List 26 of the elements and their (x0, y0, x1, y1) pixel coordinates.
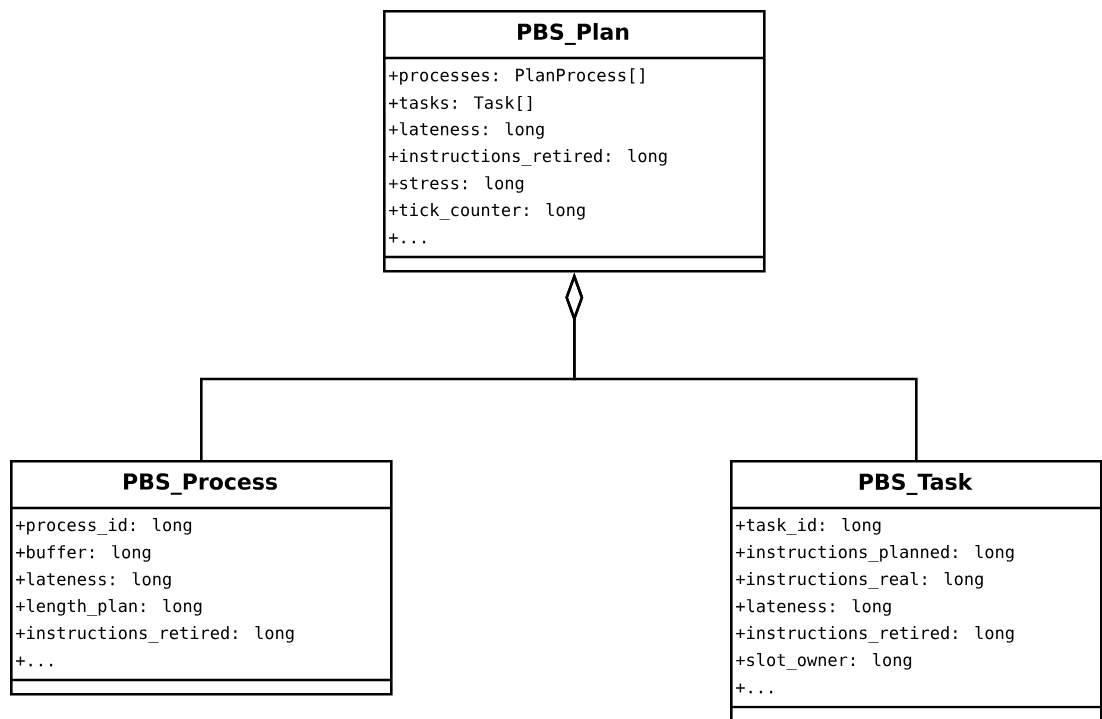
class-box (730, 460, 1102, 719)
class-name: PBS_Process (124, 473, 277, 495)
attribute-text: +process_id: long (16, 518, 192, 535)
attribute-text: +tick_counter: long (389, 203, 585, 220)
attribute-text: +lateness: long (389, 122, 544, 139)
class-name: PBS_Task (859, 473, 973, 495)
attribute-text: +... (16, 656, 53, 667)
attribute-text: +instructions_retired: long (736, 626, 1014, 643)
attribute-text: +lateness: long (16, 572, 171, 589)
attribute-text: +processes: PlanProcess[] (389, 68, 644, 85)
attribute-text: +instructions_planned: long (736, 545, 1014, 562)
attribute-text: +tasks: Task[] (389, 95, 532, 112)
attribute-text: +instructions_retired: long (389, 149, 667, 166)
attribute-text: +instructions_real: long (736, 572, 983, 589)
attribute-text: +buffer: long (16, 545, 151, 562)
class-box (383, 10, 766, 273)
attribute-text: +... (736, 683, 773, 694)
attribute-text: +... (389, 233, 426, 244)
attribute-text: +slot_owner: long (736, 653, 912, 670)
attribute-text: +task_id: long (736, 518, 881, 535)
attribute-text: +stress: long (389, 176, 524, 193)
attribute-text: +length_plan: long (16, 599, 202, 616)
attribute-text: +lateness: long (736, 599, 891, 616)
attribute-text: +instructions_retired: long (16, 626, 294, 643)
class-name: PBS_Plan (518, 23, 629, 45)
class-box (10, 460, 393, 696)
